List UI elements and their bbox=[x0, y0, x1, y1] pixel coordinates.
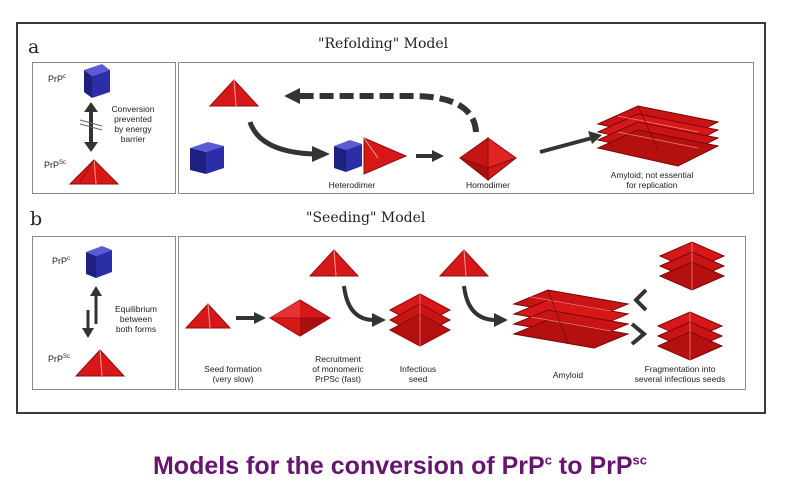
prpsc-pyramid-icon bbox=[68, 159, 120, 185]
figure-caption: Models for the conversion of PrPc to PrP… bbox=[152, 452, 647, 480]
panel-a-title: "Refolding" Model bbox=[318, 36, 449, 52]
panel-a-letter: a bbox=[28, 36, 40, 58]
prpc-cube-b-icon bbox=[86, 246, 112, 278]
heterodimer-label: Heterodimer bbox=[328, 180, 376, 190]
prpsc-label-b: PrPSc bbox=[48, 354, 71, 364]
recruitment-label: Recruitment of monomeric PrPSc (fast) bbox=[312, 354, 364, 384]
monomer-b3-icon bbox=[438, 249, 490, 277]
prpc-cube-a-icon bbox=[190, 142, 224, 174]
fragmentation-arrows bbox=[630, 288, 648, 346]
curved-conversion-arrow bbox=[247, 121, 330, 162]
equilibrium-text: Equilibrium between both forms bbox=[114, 304, 158, 334]
fragmentation-seed-bottom-icon bbox=[656, 311, 724, 361]
homodimer-label: Homodimer bbox=[466, 180, 510, 190]
recruit-arrow-2 bbox=[462, 285, 508, 327]
prpc-label-b: PrPc bbox=[52, 256, 71, 266]
recruit-arrow-1 bbox=[342, 285, 386, 327]
monomer-pyramid-top-icon bbox=[208, 79, 260, 107]
homodimer-icon bbox=[458, 137, 518, 182]
amyloid-a-stack-icon bbox=[596, 105, 720, 167]
amyloid-b-label: Amyloid bbox=[552, 370, 584, 380]
short-arrow-a bbox=[416, 150, 444, 162]
barrier-text: Conversion prevented by energy barrier bbox=[111, 104, 155, 144]
panel-b-letter: b bbox=[30, 208, 43, 230]
seed-arrow-1 bbox=[236, 312, 266, 324]
diagram-artwork bbox=[68, 64, 726, 377]
monomer-b1-icon bbox=[184, 303, 232, 329]
dashed-return-arrow bbox=[284, 88, 479, 133]
small-seed-icon bbox=[269, 299, 331, 337]
fragmentation-seed-top-icon bbox=[658, 241, 726, 291]
long-arrow-a bbox=[539, 131, 602, 154]
amyloid-b-stack-icon bbox=[512, 289, 630, 349]
amyloid-a-label: Amyloid; not essential for replication bbox=[610, 170, 694, 190]
seed-formation-label: Seed formation (very slow) bbox=[204, 364, 262, 384]
monomer-b2-icon bbox=[308, 249, 360, 277]
infectious-seed-icon bbox=[388, 293, 452, 347]
infectious-seed-label: Infectious seed bbox=[399, 364, 437, 384]
prpsc-pyramid-b-icon bbox=[74, 349, 126, 377]
fragmentation-label: Fragmentation into several infectious se… bbox=[634, 364, 726, 384]
heterodimer-icon bbox=[334, 137, 408, 175]
prpsc-label-a: PrPSc bbox=[44, 160, 67, 170]
panel-b-title: "Seeding" Model bbox=[306, 210, 426, 226]
prpc-cube-icon bbox=[84, 64, 110, 98]
equilibrium-arrows-icon bbox=[82, 286, 102, 338]
figure: a "Refolding" Model b "Seeding" Model bbox=[16, 22, 766, 414]
prpc-label-a: PrPc bbox=[48, 74, 67, 84]
barrier-arrow-icon bbox=[79, 102, 103, 152]
